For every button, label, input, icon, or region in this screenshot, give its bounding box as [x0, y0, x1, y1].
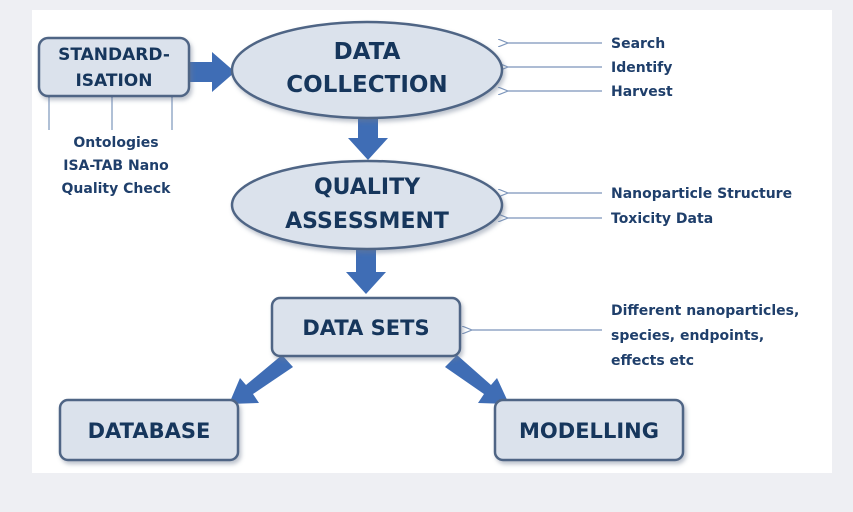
standardisation-line-1: STANDARD-: [58, 45, 170, 65]
input-different-nanoparticles: Different nanoparticles,: [611, 303, 799, 319]
modelling-label: MODELLING: [519, 419, 659, 443]
standardisation-input-arrows: [49, 98, 172, 130]
input-search: Search: [611, 36, 665, 52]
collection-input-arrows: [508, 43, 602, 91]
input-quality-check: Quality Check: [62, 181, 172, 197]
arrow-datasets-to-modelling: [445, 355, 509, 404]
data-collection-line-1: DATA: [334, 39, 401, 65]
diagram-canvas: STANDARD- ISATION DATA COLLECTION QUALIT…: [32, 10, 832, 473]
standardisation-line-2: ISATION: [75, 71, 152, 91]
workflow-diagram: STANDARD- ISATION DATA COLLECTION QUALIT…: [37, 20, 799, 462]
node-data-sets: DATA SETS: [270, 296, 462, 358]
input-toxicity-data: Toxicity Data: [611, 211, 713, 227]
node-quality-assessment: QUALITY ASSESSMENT: [230, 159, 504, 251]
input-isa-tab-nano: ISA-TAB Nano: [63, 158, 169, 174]
quality-inputs: Nanoparticle Structure Toxicity Data: [611, 186, 792, 227]
data-collection-line-2: COLLECTION: [286, 72, 447, 98]
arrow-quality-to-datasets: [346, 250, 386, 294]
data-sets-label: DATA SETS: [302, 316, 429, 340]
quality-input-arrows: [508, 193, 602, 218]
arrow-standardisation-to-collection: [190, 52, 235, 92]
node-standardisation: STANDARD- ISATION: [37, 36, 191, 98]
node-data-collection: DATA COLLECTION: [230, 20, 504, 120]
node-database: DATABASE: [58, 398, 240, 462]
input-nanoparticle-structure: Nanoparticle Structure: [611, 186, 792, 202]
collection-inputs: Search Identify Harvest: [611, 36, 673, 100]
node-modelling: MODELLING: [493, 398, 685, 462]
database-label: DATABASE: [88, 419, 211, 443]
input-species-endpoints: species, endpoints,: [611, 328, 764, 344]
input-harvest: Harvest: [611, 84, 673, 100]
input-ontologies: Ontologies: [73, 135, 158, 151]
input-identify: Identify: [611, 60, 672, 76]
input-effects-etc: effects etc: [611, 353, 694, 369]
arrow-collection-to-quality: [348, 118, 388, 160]
datasets-inputs: Different nanoparticles, species, endpoi…: [611, 303, 799, 369]
quality-assessment-line-1: QUALITY: [314, 175, 421, 200]
standardisation-inputs: Ontologies ISA-TAB Nano Quality Check: [62, 135, 172, 197]
quality-assessment-line-2: ASSESSMENT: [285, 209, 449, 234]
arrow-datasets-to-database: [229, 355, 293, 404]
